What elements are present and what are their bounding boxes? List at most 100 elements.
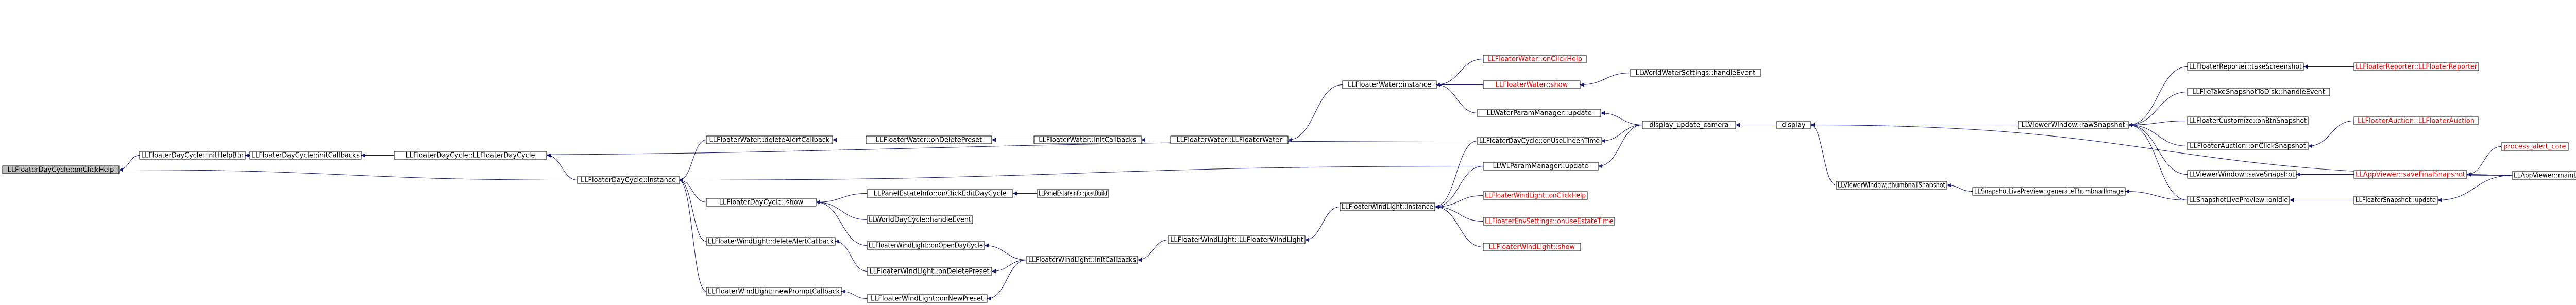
node-label: LLFloaterWater::LLFloaterWater <box>1176 137 1282 144</box>
node-box <box>706 287 842 296</box>
graph-node[interactable]: LLFloaterWindLight::LLFloaterWindLight <box>1168 235 1306 244</box>
graph-node[interactable]: LLFloaterWater::deleteAlertCallback <box>706 135 833 144</box>
graph-node[interactable]: LLAppViewer::saveFinalSnapshot <box>2353 170 2467 179</box>
graph-node[interactable]: LLFloaterCustomize::onBtnSnapshot <box>2187 116 2309 125</box>
call-edge <box>841 289 868 299</box>
node-box <box>1642 121 1736 129</box>
node-box <box>1483 217 1615 226</box>
graph-node[interactable]: LLFloaterDayCycle::initCallbacks <box>249 151 362 160</box>
graph-node[interactable]: LLFloaterReporter::takeScreenshot <box>2187 62 2304 71</box>
node-box <box>1483 162 1599 171</box>
node-label: LLFloaterAuction::onClickSnapshot <box>2190 143 2306 150</box>
node-box <box>139 151 246 160</box>
graph-node[interactable]: LLFloaterReporter::LLFloaterReporter <box>2353 62 2479 71</box>
graph-node[interactable]: LLFloaterDayCycle::onUseLindenTime <box>1477 137 1602 145</box>
graph-node[interactable]: LLFloaterEnvSettings::onUseEstateTime <box>1483 217 1615 226</box>
graph-node[interactable]: LLFloaterWater::onDeletePreset <box>866 135 992 144</box>
node-label: LLViewerWindow::rawSnapshot <box>2021 122 2125 129</box>
graph-node[interactable]: LLFloaterWater::onClickHelp <box>1483 55 1587 63</box>
graph-node[interactable]: LLFloaterDayCycle::initHelpBtn <box>139 151 246 160</box>
graph-node[interactable]: LLFloaterDayCycle::onClickHelp <box>2 165 120 174</box>
graph-node[interactable]: LLViewerWindow::saveSnapshot <box>2187 170 2297 179</box>
call-edge <box>2466 146 2502 177</box>
graph-node[interactable]: LLFloaterSnapshot::update <box>2353 196 2438 205</box>
node-box <box>1170 135 1289 144</box>
graph-node[interactable]: LLFloaterWindLight::onDeletePreset <box>867 267 992 276</box>
graph-node[interactable]: LLFloaterWindLight::deleteAlertCallback <box>706 237 836 246</box>
graph-node[interactable]: LLPanelEstateInfo::postBuild <box>1037 189 1109 198</box>
node-label: LLFloaterDayCycle::LLFloaterDayCycle <box>405 152 535 160</box>
graph-node[interactable]: LLFloaterWindLight::newPromptCallback <box>706 287 842 296</box>
graph-node[interactable]: LLFloaterWater::LLFloaterWater <box>1170 135 1289 144</box>
call-edge <box>679 178 707 292</box>
node-label: LLSnapshotLivePreview::generateThumbnail… <box>1974 188 2124 196</box>
graph-node[interactable]: LLWaterParamManager::update <box>1477 109 1601 117</box>
graph-node[interactable]: LLViewerWindow::rawSnapshot <box>2018 121 2129 129</box>
graph-node[interactable]: LLFloaterWater::show <box>1483 80 1581 89</box>
call-edge <box>679 178 707 242</box>
graph-node[interactable]: LLFloaterDayCycle::show <box>706 198 817 207</box>
call-edge <box>2437 175 2513 202</box>
graph-node[interactable]: display_update_camera <box>1642 121 1736 129</box>
call-edge <box>1600 111 1643 125</box>
graph-node[interactable]: LLFloaterAuction::onClickSnapshot <box>2187 142 2309 150</box>
nodes-layer: LLFloaterDayCycle::onClickHelpLLFloaterD… <box>2 55 2576 303</box>
call-edge <box>1598 125 1643 168</box>
graph-node[interactable]: LLPanelEstateInfo::onClickEditDayCycle <box>867 189 1013 198</box>
graph-node[interactable]: LLWorldWaterSettings::handleEvent <box>1630 69 1761 77</box>
graph-node[interactable]: LLSnapshotLivePreview::onIdle <box>2187 196 2290 205</box>
graph-node[interactable]: display <box>1776 121 1811 129</box>
node-box <box>867 215 973 224</box>
graph-node[interactable]: LLFileTakeSnapshotToDisk::handleEvent <box>2187 88 2330 96</box>
graph-node[interactable]: LLFloaterDayCycle::LLFloaterDayCycle <box>394 151 547 160</box>
call-edge <box>816 193 868 205</box>
call-edge <box>2128 123 2188 146</box>
node-label: LLFloaterDayCycle::instance <box>581 177 676 184</box>
node-label: LLAppViewer::mainLoop <box>2514 172 2576 180</box>
node-label: LLFloaterEnvSettings::onUseEstateTime <box>1485 218 1613 226</box>
graph-node[interactable]: LLFloaterAuction::LLFloaterAuction <box>2353 116 2479 125</box>
node-box <box>1630 69 1761 77</box>
node-box <box>706 135 833 144</box>
node-label: LLFloaterWindLight::onClickHelp <box>1485 192 1586 200</box>
graph-node[interactable]: LLFloaterWindLight::onOpenDayCycle <box>867 241 985 250</box>
node-label: LLFloaterWindLight::onDeletePreset <box>869 268 989 276</box>
graph-node[interactable]: LLFloaterWater::instance <box>1342 80 1437 89</box>
node-label: LLFloaterWindLight::LLFloaterWindLight <box>1170 236 1303 244</box>
graph-node[interactable]: LLFloaterWindLight::initCallbacks <box>1026 256 1138 264</box>
node-box <box>1340 202 1435 211</box>
graph-node[interactable]: LLViewerWindow::thumbnailSnapshot <box>1836 181 1947 190</box>
node-box <box>866 135 992 144</box>
node-box <box>1168 235 1306 244</box>
call-edge <box>1436 59 1484 87</box>
node-box <box>867 267 992 276</box>
node-box <box>1483 243 1581 251</box>
graph-node[interactable]: LLWorldDayCycle::handleEvent <box>867 215 973 224</box>
graph-node[interactable]: LLFloaterWindLight::show <box>1483 243 1581 251</box>
node-box <box>249 151 362 160</box>
graph-node[interactable]: LLFloaterDayCycle::instance <box>577 176 680 184</box>
call-edge <box>1287 84 1343 142</box>
call-edge <box>1434 166 1484 209</box>
call-edge <box>2308 121 2354 148</box>
node-label: LLFloaterWater::onDeletePreset <box>876 137 982 144</box>
graph-node[interactable]: LLSnapshotLivePreview::generateThumbnail… <box>1972 187 2126 196</box>
graph-node[interactable]: LLFloaterWindLight::onClickHelp <box>1483 191 1588 200</box>
node-box <box>577 176 680 184</box>
node-box <box>1033 135 1142 144</box>
graph-node[interactable]: LLWLParamManager::update <box>1483 162 1599 171</box>
graph-node[interactable]: LLAppViewer::mainLoop <box>2512 171 2576 180</box>
call-edge <box>2128 66 2188 127</box>
node-label: LLFloaterCustomize::onBtnSnapshot <box>2189 117 2307 125</box>
node-label: LLPanelEstateInfo::postBuild <box>1039 190 1107 198</box>
node-label: LLFloaterDayCycle::initHelpBtn <box>141 152 244 160</box>
graph-node[interactable]: process_alert_core <box>2501 142 2569 151</box>
graph-node[interactable]: LLFloaterWindLight::onNewPreset <box>867 294 988 303</box>
node-label: LLFloaterWater::deleteAlertCallback <box>709 137 830 144</box>
node-label: LLFloaterWindLight::onNewPreset <box>871 295 984 303</box>
node-box <box>867 241 985 250</box>
graph-node[interactable]: LLFloaterWater::initCallbacks <box>1033 135 1142 144</box>
graph-node[interactable]: LLFloaterWindLight::instance <box>1340 202 1435 211</box>
node-label: LLFloaterReporter::LLFloaterReporter <box>2355 63 2478 71</box>
call-edge <box>1580 73 1631 87</box>
